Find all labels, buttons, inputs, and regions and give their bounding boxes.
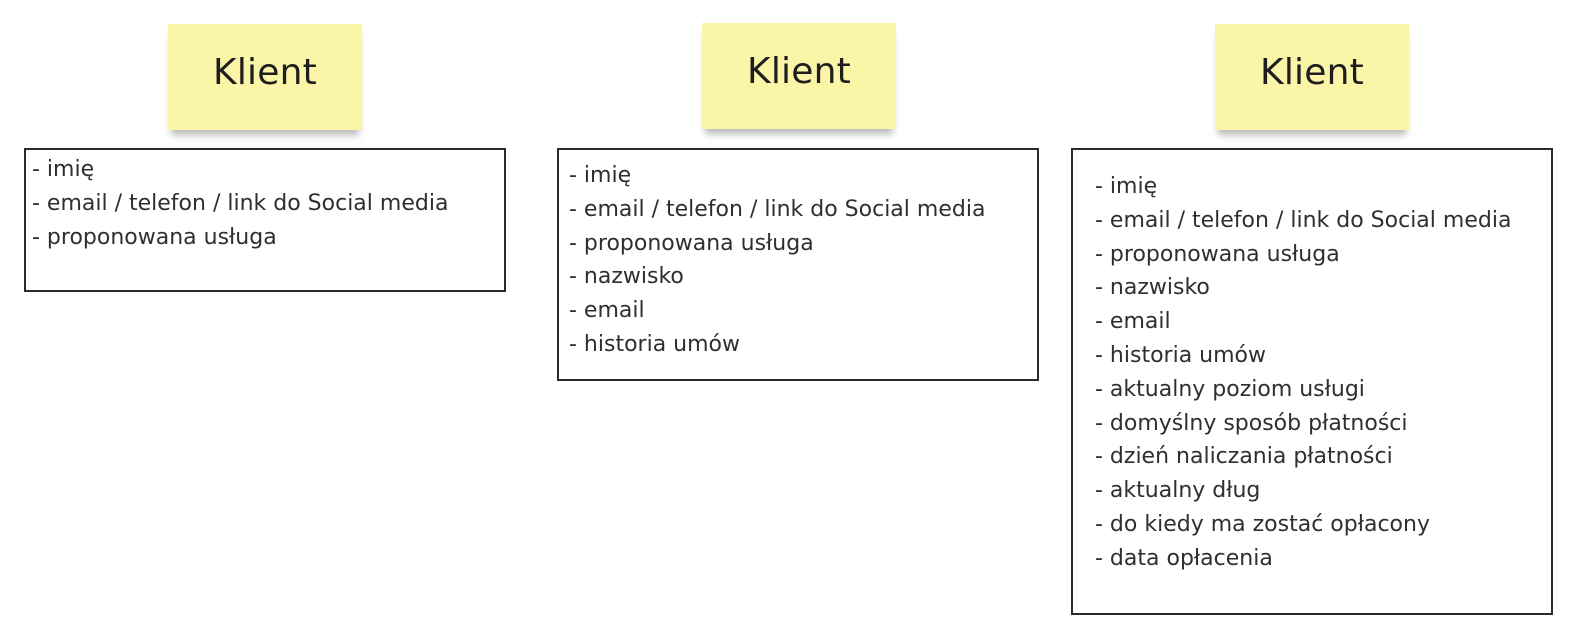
attribute-item: - imię (569, 163, 632, 188)
attribute-item: - do kiedy ma zostać opłacony (1095, 511, 1430, 537)
attribute-item: - email (569, 298, 645, 324)
attribute-item: - email (1095, 309, 1171, 335)
attribute-item: - domyślny sposób płatności (1095, 410, 1408, 436)
attribute-item: - historia umów (1095, 342, 1266, 368)
attributes-card-2[interactable]: - imię - email / telefon / link do Social… (557, 148, 1039, 381)
attribute-item: - email / telefon / link do Social media (569, 196, 986, 222)
sticky-note-klient-3[interactable]: Klient (1215, 24, 1409, 130)
attributes-card-3[interactable]: - imię - email / telefon / link do Social… (1071, 148, 1553, 615)
sticky-note-klient-2[interactable]: Klient (702, 23, 896, 129)
attribute-item: - nazwisko (569, 264, 684, 290)
attribute-item: - email / telefon / link do Social media (32, 190, 449, 216)
attribute-item: - aktualny poziom usługi (1095, 376, 1365, 402)
attribute-item: - imię (1095, 174, 1158, 199)
sticky-note-title: Klient (747, 50, 851, 92)
sticky-note-klient-1[interactable]: Klient (168, 24, 362, 130)
attribute-item: - historia umów (569, 331, 740, 357)
attribute-item: - proponowana usługa (569, 230, 814, 256)
attribute-item: - dzień naliczania płatności (1095, 444, 1393, 470)
attribute-list: - imię - email / telefon / link do Social… (1095, 170, 1551, 576)
attribute-list: - imię - email / telefon / link do Social… (569, 159, 1037, 362)
sticky-note-title: Klient (213, 51, 317, 93)
attribute-item: - imię (32, 157, 95, 182)
attribute-item: - data opłacenia (1095, 545, 1273, 571)
sticky-note-title: Klient (1260, 51, 1364, 93)
attribute-list: - imię - email / telefon / link do Social… (32, 153, 504, 254)
attributes-card-1[interactable]: - imię - email / telefon / link do Social… (24, 148, 506, 292)
attribute-item: - proponowana usługa (32, 224, 277, 250)
attribute-item: - proponowana usługa (1095, 241, 1340, 267)
attribute-item: - aktualny dług (1095, 478, 1261, 504)
attribute-item: - nazwisko (1095, 275, 1210, 301)
attribute-item: - email / telefon / link do Social media (1095, 207, 1512, 233)
